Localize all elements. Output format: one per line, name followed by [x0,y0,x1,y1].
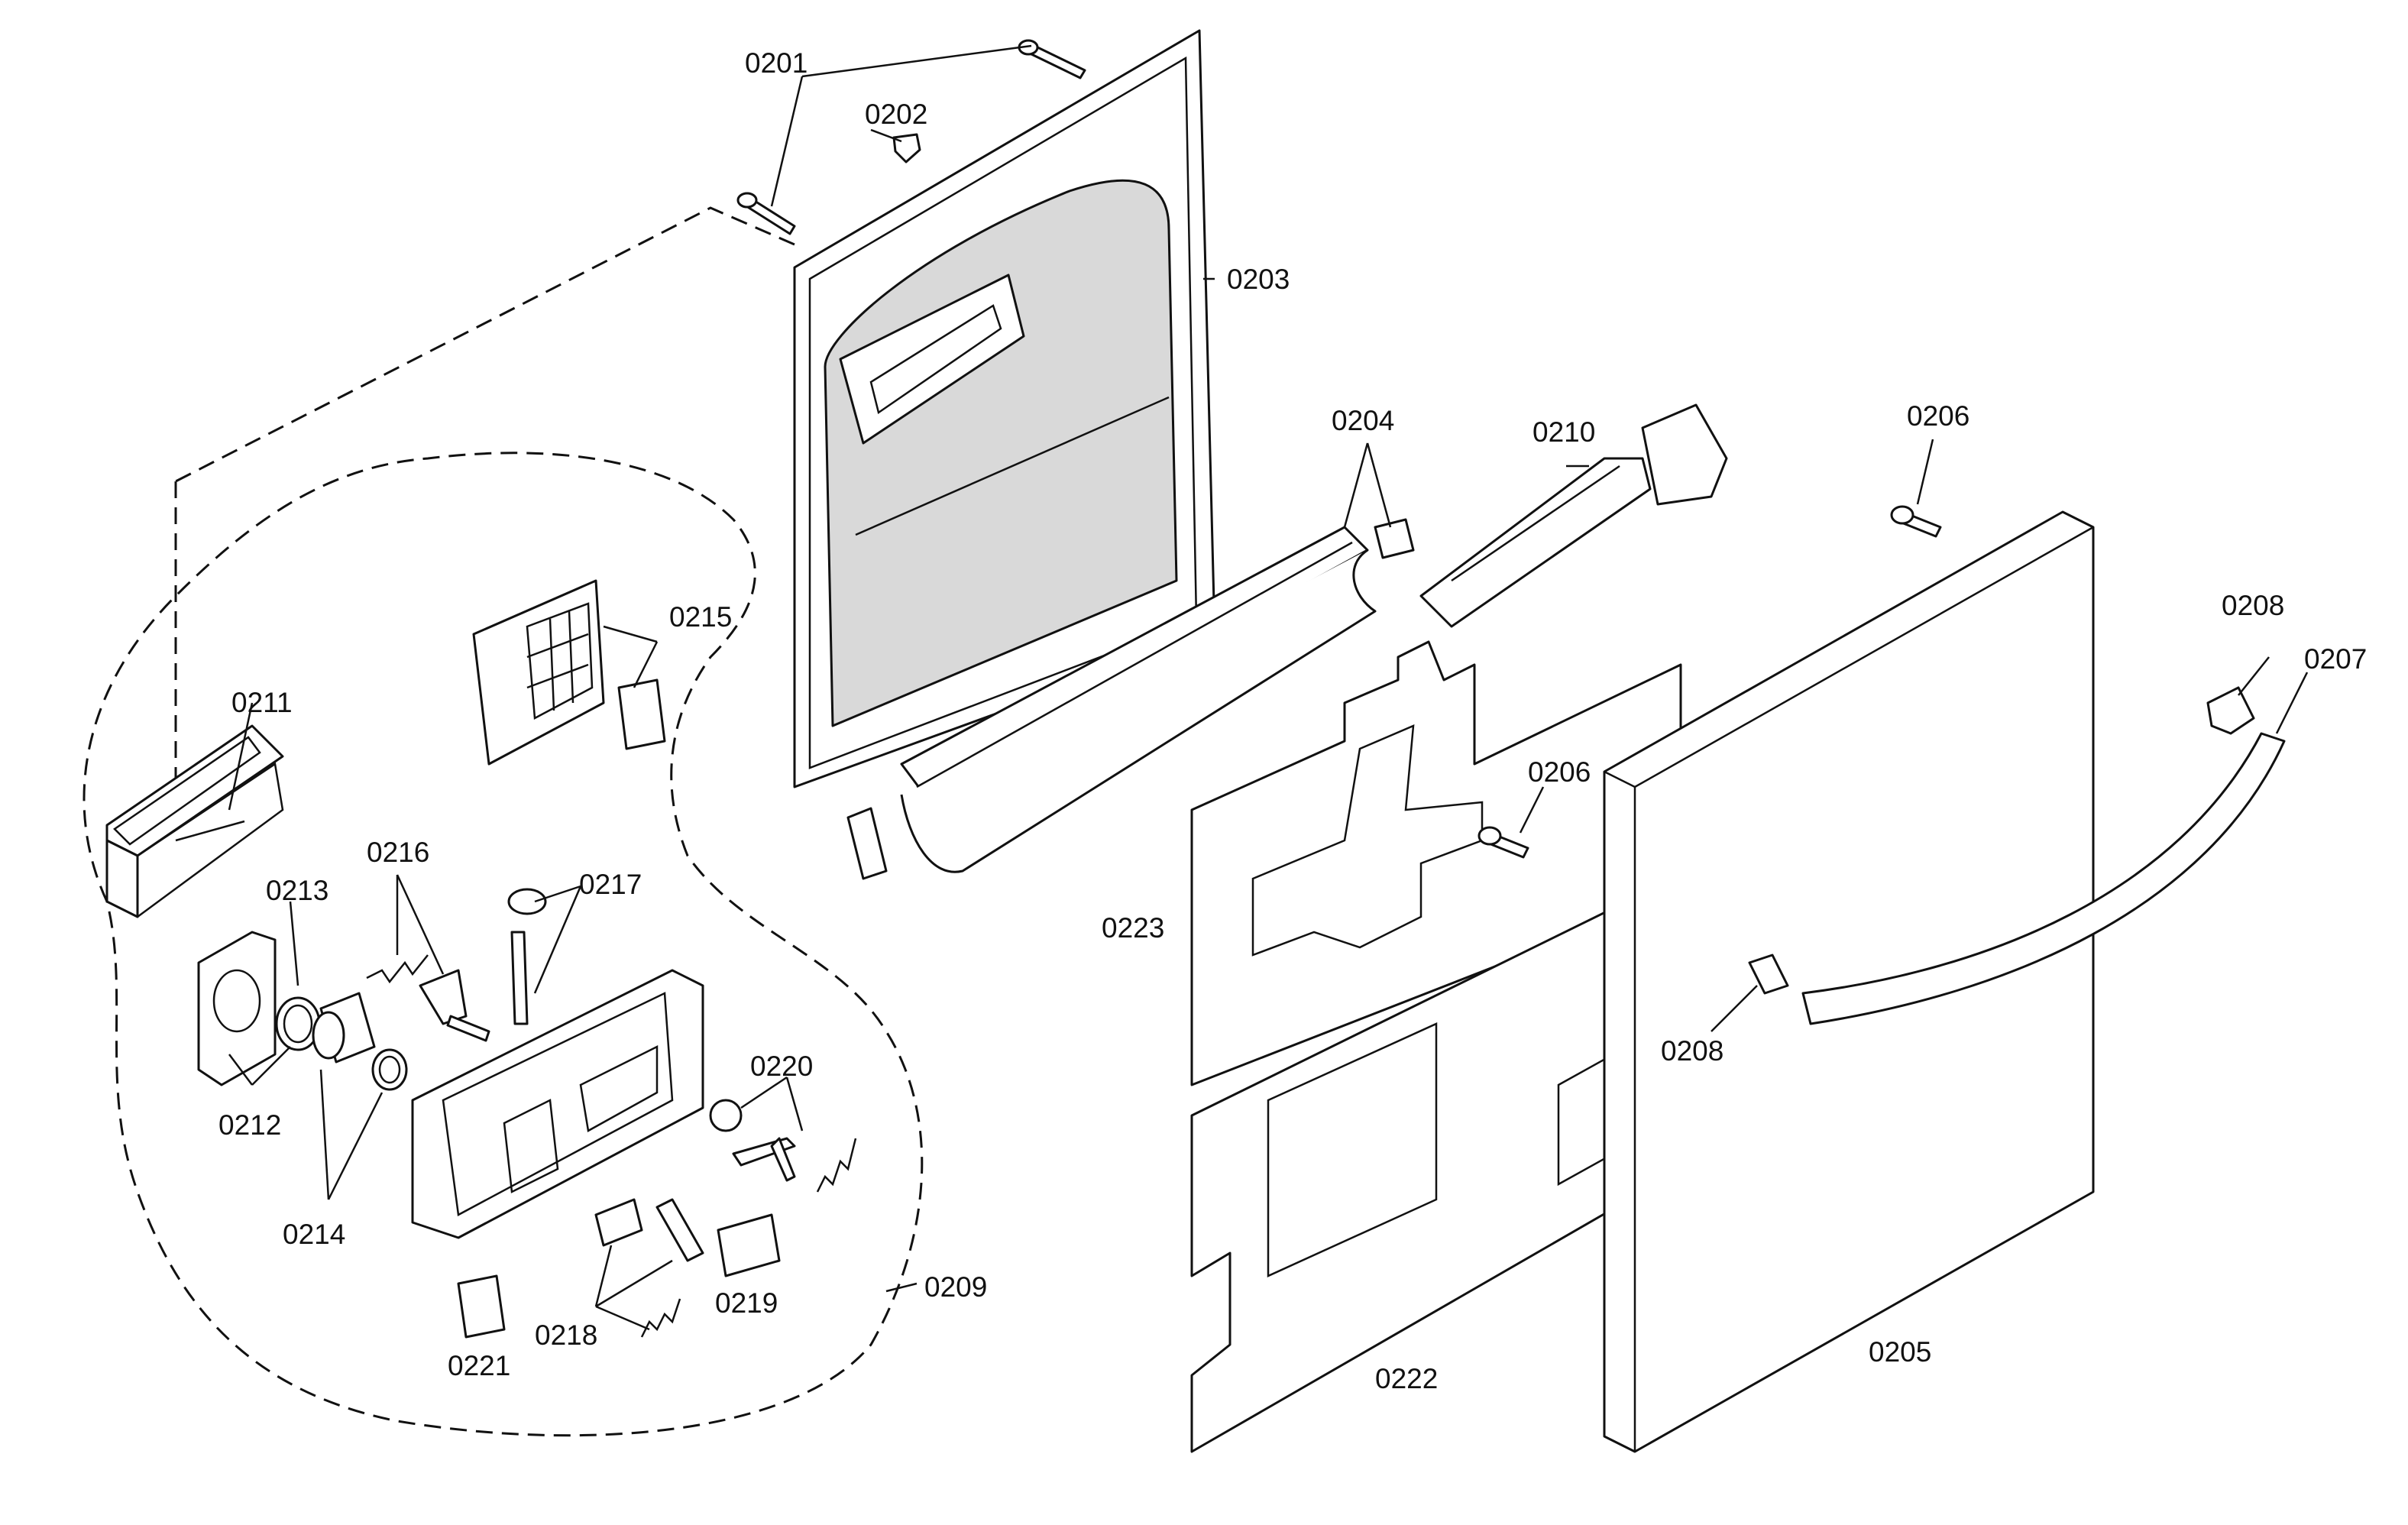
ball-0220 [709,1099,743,1132]
lever-0216 [419,969,490,1042]
screw-0201-top [1018,39,1086,79]
label-0210: 0210 [1533,416,1595,448]
plug-0202 [892,133,921,164]
label-0217: 0217 [579,869,642,900]
label-0218: 0218 [535,1319,597,1351]
label-0222: 0222 [1375,1363,1438,1394]
cap-0217 [507,888,547,915]
lever-0220 [732,1137,796,1182]
label-0209: 0209 [924,1271,987,1303]
lever-0218 [655,1198,704,1262]
label-0212: 0212 [218,1109,281,1141]
screw-0206-top [1890,505,1942,538]
end-cap-0208-left [1748,954,1789,995]
label-0208-left: 0208 [1661,1035,1723,1067]
plate-0221 [457,1274,506,1339]
leader-lines [175,44,2309,1331]
label-0206-middle: 0206 [1528,756,1591,788]
label-0211: 0211 [231,687,293,718]
pad-0215 [617,678,666,750]
cap-housing-0212 [197,931,277,1086]
label-0201: 0201 [745,47,808,79]
label-0219: 0219 [715,1287,778,1319]
spring-0220 [816,1138,857,1193]
label-0214: 0214 [283,1219,345,1250]
label-0208-right: 0208 [2222,590,2284,621]
label-0223: 0223 [1102,912,1164,944]
outer-door-panel-0205 [1603,510,2095,1453]
label-0216: 0216 [367,837,429,868]
gasket-frame-0211 [105,724,284,918]
inner-door-0203 [793,29,1216,788]
label-0220: 0220 [750,1051,813,1082]
latch-assembly-0210 [1419,403,1728,628]
label-0204: 0204 [1332,405,1394,436]
handle-bar-0207 [1801,732,2286,1025]
spring-0218 [640,1298,681,1338]
trim-strip-0204 [900,526,1377,873]
clip-0204-left [846,807,888,880]
screw-0206-middle [1477,826,1529,859]
label-0215: 0215 [669,601,732,633]
grille-0215 [472,579,605,766]
label-0221: 0221 [448,1350,510,1381]
screw-0201-left [736,192,796,235]
slider-0218 [594,1198,643,1247]
end-cap-0208-right [2206,686,2255,735]
pin-0217 [510,931,529,1025]
projection-line-upper [175,206,795,483]
label-0206-top: 0206 [1907,400,1969,432]
label-0213: 0213 [266,875,329,906]
label-0207: 0207 [2304,643,2367,675]
seal-ring-0214 [371,1048,408,1091]
label-0202: 0202 [865,99,927,130]
label-0203: 0203 [1227,264,1290,295]
dispenser-body [411,969,704,1239]
dispenser-group-boundary [83,452,924,1437]
clip-0204-right [1374,518,1415,559]
label-0205: 0205 [1869,1336,1931,1368]
cap-insert-0214 [312,992,376,1064]
switch-0219 [717,1213,781,1277]
spring-0216 [366,954,429,984]
